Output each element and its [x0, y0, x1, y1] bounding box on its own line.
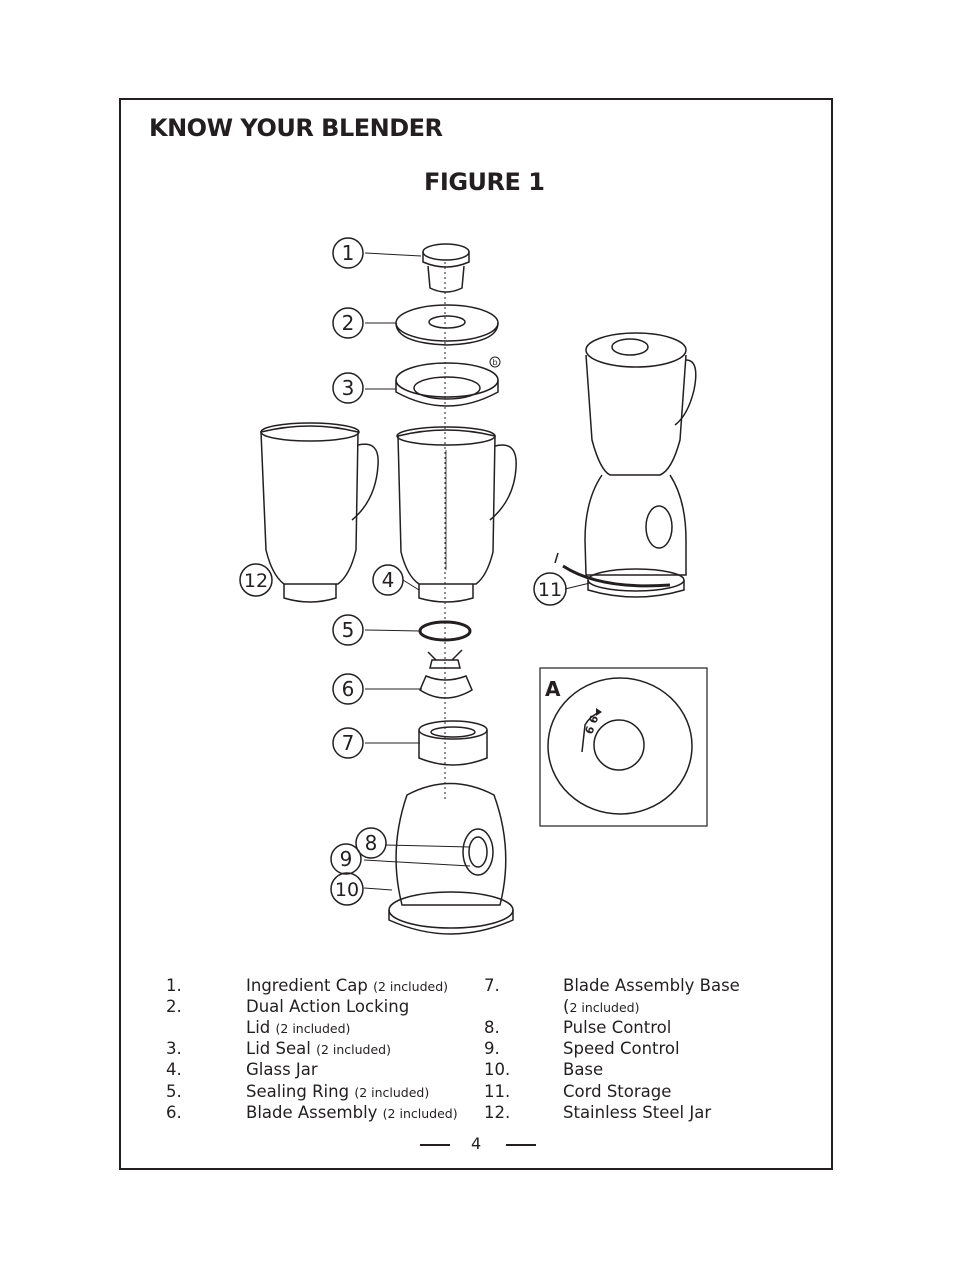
svg-text:6: 6 [342, 677, 355, 701]
svg-text:b: b [492, 358, 497, 367]
legend-item-blade-assembly-base: Blade Assembly Base [563, 976, 740, 995]
legend-item-stainless-steel-jar: Stainless Steel Jar [563, 1103, 712, 1122]
legend-item-sealing-ring: Sealing Ring (2 included) [246, 1082, 430, 1101]
blade-base-drawing [418, 720, 488, 766]
legend-item-dual-action-lid: Dual Action Locking [246, 997, 410, 1016]
callout-9: 9 [330, 843, 362, 875]
svg-text:2: 2 [342, 311, 355, 335]
legend-num-9: 9. [484, 1039, 500, 1058]
legend-item-base: Base [563, 1060, 604, 1079]
detail-a-label: A [545, 677, 561, 701]
leader-lines [363, 252, 591, 891]
detail-a-marks: 6 6 [583, 713, 602, 736]
callout-markers: 1 2 3 4 5 6 7 8 9 10 11 12 [239, 237, 567, 906]
svg-text:3: 3 [342, 376, 355, 400]
callout-8: 8 [355, 827, 387, 859]
legend-num-2: 2. [166, 997, 182, 1016]
callout-5: 5 [332, 614, 364, 646]
page-number: 4 [471, 1134, 482, 1153]
figure-title: FIGURE 1 [424, 168, 545, 196]
svg-text:11: 11 [538, 579, 562, 601]
legend-item-blade-assembly-base-cont: (2 included) [563, 997, 640, 1016]
legend-num-6: 6. [166, 1103, 182, 1122]
legend-num-12: 12. [484, 1103, 511, 1122]
legend-num-5: 5. [166, 1082, 182, 1101]
legend-item-dual-action-lid-cont: Lid (2 included) [246, 1018, 351, 1037]
svg-text:1: 1 [342, 241, 355, 265]
legend-num-1: 1. [166, 976, 182, 995]
legend-num-7: 7. [484, 976, 500, 995]
legend-num-8: 8. [484, 1018, 500, 1037]
legend-item-cord-storage: Cord Storage [563, 1082, 672, 1101]
lid-seal-marker: b [489, 356, 501, 368]
svg-text:9: 9 [340, 847, 353, 871]
motor-base-drawing [388, 782, 514, 935]
callout-3: 3 [332, 372, 364, 404]
callout-1: 1 [332, 237, 364, 269]
callout-10: 10 [330, 872, 364, 906]
footer-rule-right [506, 1144, 536, 1146]
svg-text:10: 10 [335, 879, 359, 901]
legend-num-10: 10. [484, 1060, 511, 1079]
lid-seal-drawing [395, 362, 499, 407]
footer-rule-left [420, 1144, 450, 1146]
svg-text:8: 8 [365, 831, 378, 855]
legend-item-glass-jar: Glass Jar [246, 1060, 318, 1079]
steel-jar-drawing [260, 422, 379, 603]
callout-7: 7 [332, 727, 364, 759]
callout-11: 11 [533, 572, 567, 606]
legend-num-4: 4. [166, 1060, 182, 1079]
lid-drawing [395, 304, 499, 346]
svg-text:12: 12 [244, 570, 268, 592]
legend-num-11: 11. [484, 1082, 511, 1101]
legend-item-speed-control: Speed Control [563, 1039, 680, 1058]
assembled-blender-drawing [554, 332, 697, 598]
page-frame [119, 98, 833, 1170]
callout-4: 4 [372, 564, 404, 596]
blade-assembly-drawing [419, 649, 473, 699]
legend-num-3: 3. [166, 1039, 182, 1058]
legend-item-pulse-control: Pulse Control [563, 1018, 672, 1037]
legend-item-ingredient-cap: Ingredient Cap (2 included) [246, 976, 449, 995]
callout-2: 2 [332, 307, 364, 339]
svg-text:4: 4 [382, 568, 395, 592]
ingredient-cap-drawing [422, 243, 470, 293]
glass-jar-drawing [396, 426, 517, 603]
page-title: KNOW YOUR BLENDER [149, 114, 443, 142]
legend-item-lid-seal: Lid Seal (2 included) [246, 1039, 391, 1058]
callout-6: 6 [332, 673, 364, 705]
detail-a-inset: A 6 6 [539, 667, 708, 827]
legend-item-blade-assembly: Blade Assembly (2 included) [246, 1103, 458, 1122]
svg-text:7: 7 [342, 731, 355, 755]
svg-text:5: 5 [342, 618, 355, 642]
callout-12: 12 [239, 563, 273, 597]
